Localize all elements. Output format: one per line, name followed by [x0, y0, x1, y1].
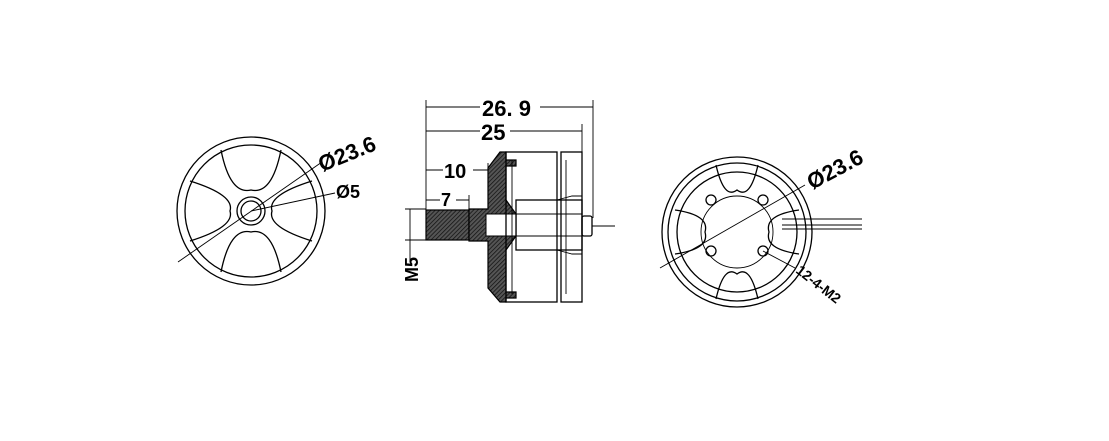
- rear-diameter-label: Ø23.6: [803, 144, 868, 194]
- wires: [782, 218, 862, 230]
- thread-length-label: 7: [441, 190, 451, 210]
- thread-label: M5: [402, 257, 422, 282]
- mount-holes-label: 12-4-M2: [793, 262, 844, 307]
- body-length-label: 25: [481, 120, 505, 145]
- front-view: Ø23.6 Ø5: [176, 131, 380, 286]
- front-diameter-label: Ø23.6: [315, 131, 380, 177]
- side-view: 26. 9 25 10 7 M5: [402, 96, 615, 303]
- flange-distance-label: 10: [444, 161, 466, 183]
- shaft-diameter-label: Ø5: [336, 182, 360, 202]
- mount-holes: [705, 194, 769, 257]
- rear-view: Ø23.6 12-4-M2: [659, 144, 868, 308]
- overall-length-label: 26. 9: [482, 96, 531, 121]
